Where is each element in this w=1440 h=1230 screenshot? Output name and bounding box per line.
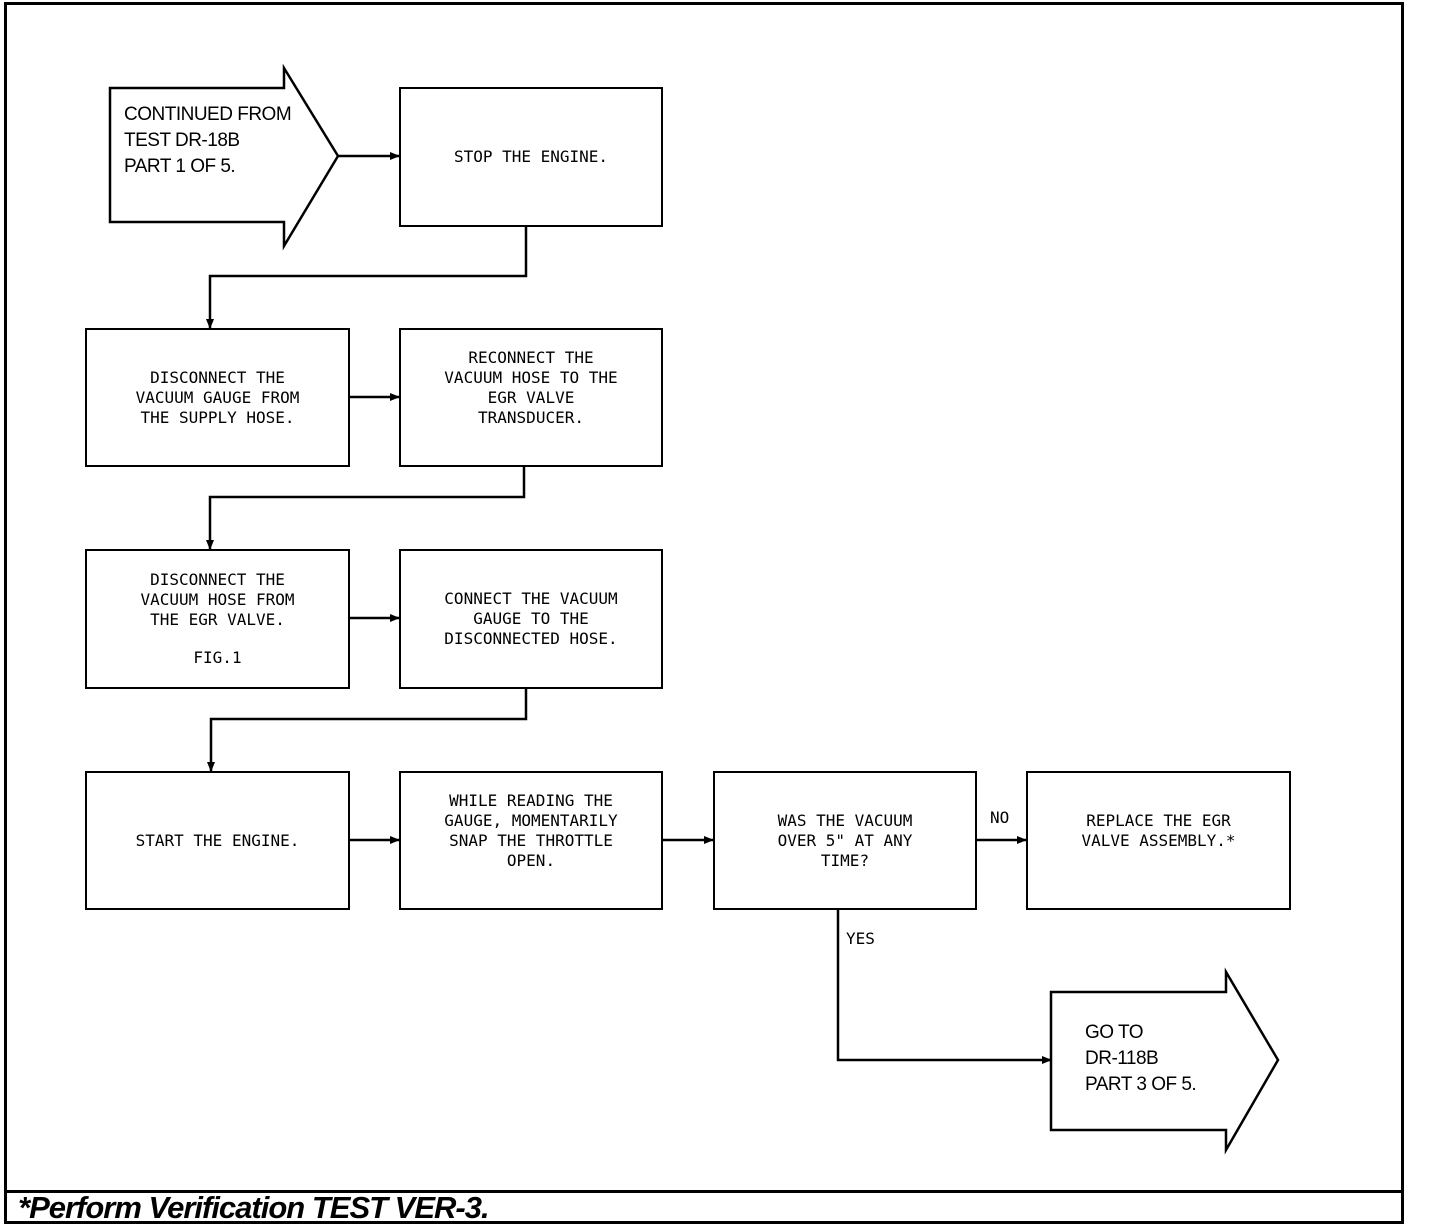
connector-connect-gauge-to-start-engine: [207, 689, 528, 772]
step-text: WHILE READING THE: [449, 791, 613, 810]
step-disconnect-hose: DISCONNECT THE VACUUM HOSE FROM THE EGR …: [85, 549, 350, 689]
step-text: RECONNECT THE: [468, 348, 594, 367]
figure-reference: FIG.1: [193, 648, 242, 667]
step-text: WAS THE VACUUM: [777, 811, 913, 830]
end-ref-arrow-shape: [1049, 967, 1280, 1155]
step-disconnect-gauge: DISCONNECT THE VACUUM GAUGE FROM THE SUP…: [85, 328, 350, 467]
step-text: DISCONNECT THE: [150, 570, 285, 589]
footnote-divider: [4, 1190, 1404, 1193]
connector-reconnect-to-disconnect-hose: [206, 467, 526, 550]
step-text: START THE ENGINE.: [135, 830, 300, 850]
step-text: GAUGE, MOMENTARILY: [444, 811, 618, 830]
footnote-text: *Perform Verification TEST VER-3.: [18, 1190, 490, 1225]
step-reconnect-hose: RECONNECT THE VACUUM HOSE TO THE EGR VAL…: [399, 328, 663, 467]
end-ref-line: GO TO: [1085, 1022, 1144, 1043]
connector-stop-to-disconnect-gauge: [206, 226, 528, 329]
step-text: EGR VALVE: [487, 388, 575, 407]
step-text: VACUUM HOSE TO THE: [444, 368, 618, 387]
start-ref-arrow-shape: [108, 63, 340, 251]
step-text: REPLACE THE EGR: [1086, 811, 1231, 830]
step-snap-throttle: WHILE READING THE GAUGE, MOMENTARILY SNA…: [399, 771, 663, 910]
step-connect-gauge: CONNECT THE VACUUM GAUGE TO THE DISCONNE…: [399, 549, 663, 689]
decision-vacuum-question: WAS THE VACUUM OVER 5" AT ANY TIME?: [713, 771, 977, 910]
step-text: DISCONNECTED HOSE.: [444, 629, 618, 648]
end-ref-label: GO TO DR-118B PART 3 OF 5.: [1085, 1020, 1197, 1098]
step-text: VALVE ASSEMBLY.*: [1081, 831, 1236, 850]
step-text: OPEN.: [506, 851, 556, 870]
step-text: THE SUPPLY HOSE.: [140, 407, 295, 427]
end-ref-line: PART 3 OF 5.: [1085, 1074, 1197, 1095]
step-replace-valve: REPLACE THE EGR VALVE ASSEMBLY.*: [1026, 771, 1291, 910]
step-text: VACUUM GAUGE FROM: [135, 387, 300, 407]
step-text: CONNECT THE VACUUM: [444, 589, 618, 608]
step-text: TIME?: [820, 851, 870, 870]
step-text: DISCONNECT THE: [150, 367, 285, 387]
edge-label-yes: YES: [846, 929, 875, 948]
step-start-engine: START THE ENGINE.: [85, 771, 350, 910]
edge-label-no: NO: [990, 808, 1010, 827]
step-text: OVER 5" AT ANY: [777, 831, 913, 850]
start-ref-label: CONTINUED FROM TEST DR-18B PART 1 OF 5.: [124, 102, 292, 180]
step-stop-engine: STOP THE ENGINE.: [399, 87, 663, 227]
end-ref-line: DR-118B: [1085, 1048, 1159, 1069]
step-text: THE EGR VALVE.: [150, 610, 285, 629]
step-text: TRANSDUCER.: [478, 408, 584, 427]
start-ref-line: TEST DR-18B: [124, 130, 240, 151]
step-text: SNAP THE THROTTLE: [449, 831, 613, 850]
step-text: GAUGE TO THE: [473, 609, 589, 628]
step-text: VACUUM HOSE FROM: [140, 590, 295, 609]
start-ref-line: PART 1 OF 5.: [124, 156, 236, 177]
step-text: STOP THE ENGINE.: [453, 147, 609, 166]
connector-question-yes: [836, 909, 1052, 1064]
diagram-frame: [4, 2, 1404, 1224]
start-ref-line: CONTINUED FROM: [124, 104, 292, 125]
